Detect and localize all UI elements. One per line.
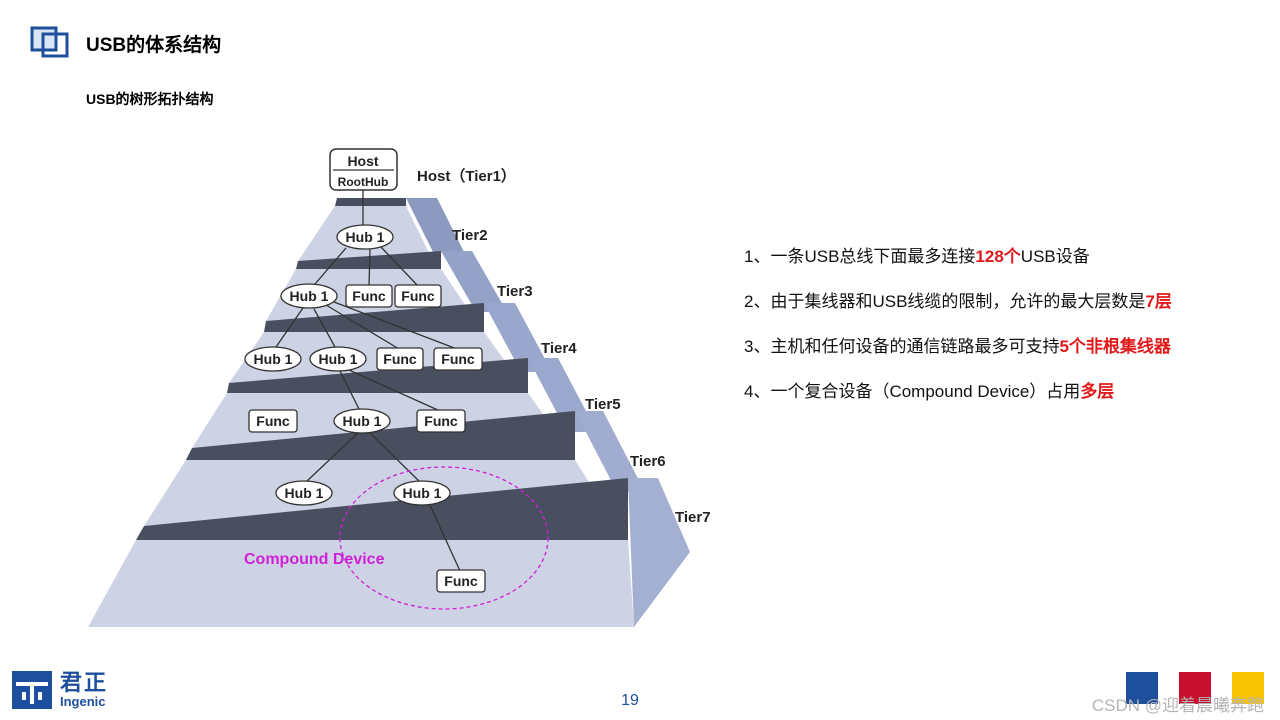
bullet-point: 1、一条USB总线下面最多连接128个USB设备 — [744, 247, 1090, 266]
func-label: Func — [424, 413, 458, 429]
slide-subtitle: USB的树形拓扑结构 — [86, 91, 214, 107]
func-t7 — [436, 569, 486, 593]
hub-label: Hub 1 — [290, 288, 329, 304]
hub-t4-b — [309, 346, 367, 372]
pyramid-ledge-1 — [335, 198, 406, 206]
func-label: Func — [401, 288, 435, 304]
hub-t5 — [333, 408, 391, 434]
overlapping-squares-icon — [30, 26, 69, 58]
tier-label-4: Tier4 — [541, 340, 577, 357]
func-t5-b — [416, 409, 466, 433]
hub-t3 — [280, 283, 338, 309]
func-t3-a — [345, 284, 393, 308]
func-label: Func — [441, 351, 475, 367]
hub-label: Hub 1 — [254, 351, 293, 367]
pyramid-ledge-5 — [186, 411, 575, 460]
tier-label-2: Tier2 — [452, 227, 488, 244]
compound-device-outline — [339, 466, 549, 610]
logo-text: 君正 Ingenic — [60, 671, 108, 709]
page-number: 19 — [621, 692, 639, 709]
ingenic-logo-icon — [12, 671, 52, 709]
hub-t6-b — [393, 480, 451, 506]
func-t5-a — [248, 409, 298, 433]
func-label: Func — [256, 413, 290, 429]
host-subtitle: RootHub — [338, 175, 389, 189]
pyramid-side-tier3 — [441, 251, 507, 312]
pyramid-front-tier7 — [88, 540, 634, 627]
connection-lines — [275, 190, 461, 572]
host-title: Host — [347, 153, 378, 169]
logo-cn: 君正 — [60, 670, 109, 695]
bullet-list: 1、一条USB总线下面最多连接128个USB设备 2、由于集线器和USB线缆的限… — [744, 240, 1172, 420]
bullet-point: 3、主机和任何设备的通信链路最多可支持5个非根集线器 — [744, 337, 1171, 356]
hub-label: Hub 1 — [285, 485, 324, 501]
pyramid-ledge-6 — [136, 478, 628, 540]
tier-label-7: Tier7 — [675, 509, 711, 526]
bullet-point: 2、由于集线器和USB线缆的限制，允许的最大层数是7层 — [744, 292, 1172, 311]
compound-device-label: Compound Device — [244, 551, 385, 568]
pyramid-side-tier2 — [406, 198, 464, 252]
hub-label: Hub 1 — [343, 413, 382, 429]
tier-label-5: Tier5 — [585, 396, 621, 413]
pyramid-side-tier7 — [628, 478, 690, 627]
pyramid-side-tier6 — [575, 411, 645, 492]
hub-t4-a — [244, 346, 302, 372]
func-label: Func — [352, 288, 386, 304]
host-root-hub: Host RootHub — [329, 148, 398, 191]
tier-label-host: Host（Tier1） — [417, 167, 516, 185]
logo-en: Ingenic — [60, 694, 106, 709]
red-square — [1179, 672, 1211, 704]
bullet-point: 4、一个复合设备（Compound Device）占用多层 — [744, 382, 1115, 401]
blue-square — [1126, 672, 1158, 704]
pyramid-side-tier4 — [484, 303, 552, 372]
hub-t6-a — [275, 480, 333, 506]
slide-title: USB的体系结构 — [86, 35, 222, 56]
hub-label: Hub 1 — [403, 485, 442, 501]
func-t4-a — [376, 347, 424, 371]
tier-label-6: Tier6 — [630, 453, 666, 470]
hub-label: Hub 1 — [319, 351, 358, 367]
hub-label: Hub 1 — [346, 229, 385, 245]
hub-t2 — [336, 224, 394, 250]
tier-label-3: Tier3 — [497, 283, 533, 300]
func-t3-b — [394, 284, 442, 308]
func-label: Func — [383, 351, 417, 367]
watermark: CSDN @迎着晨曦奔跑 — [1091, 696, 1264, 715]
func-t4-b — [433, 347, 483, 371]
func-label: Func — [444, 573, 478, 589]
yellow-square — [1232, 672, 1264, 704]
